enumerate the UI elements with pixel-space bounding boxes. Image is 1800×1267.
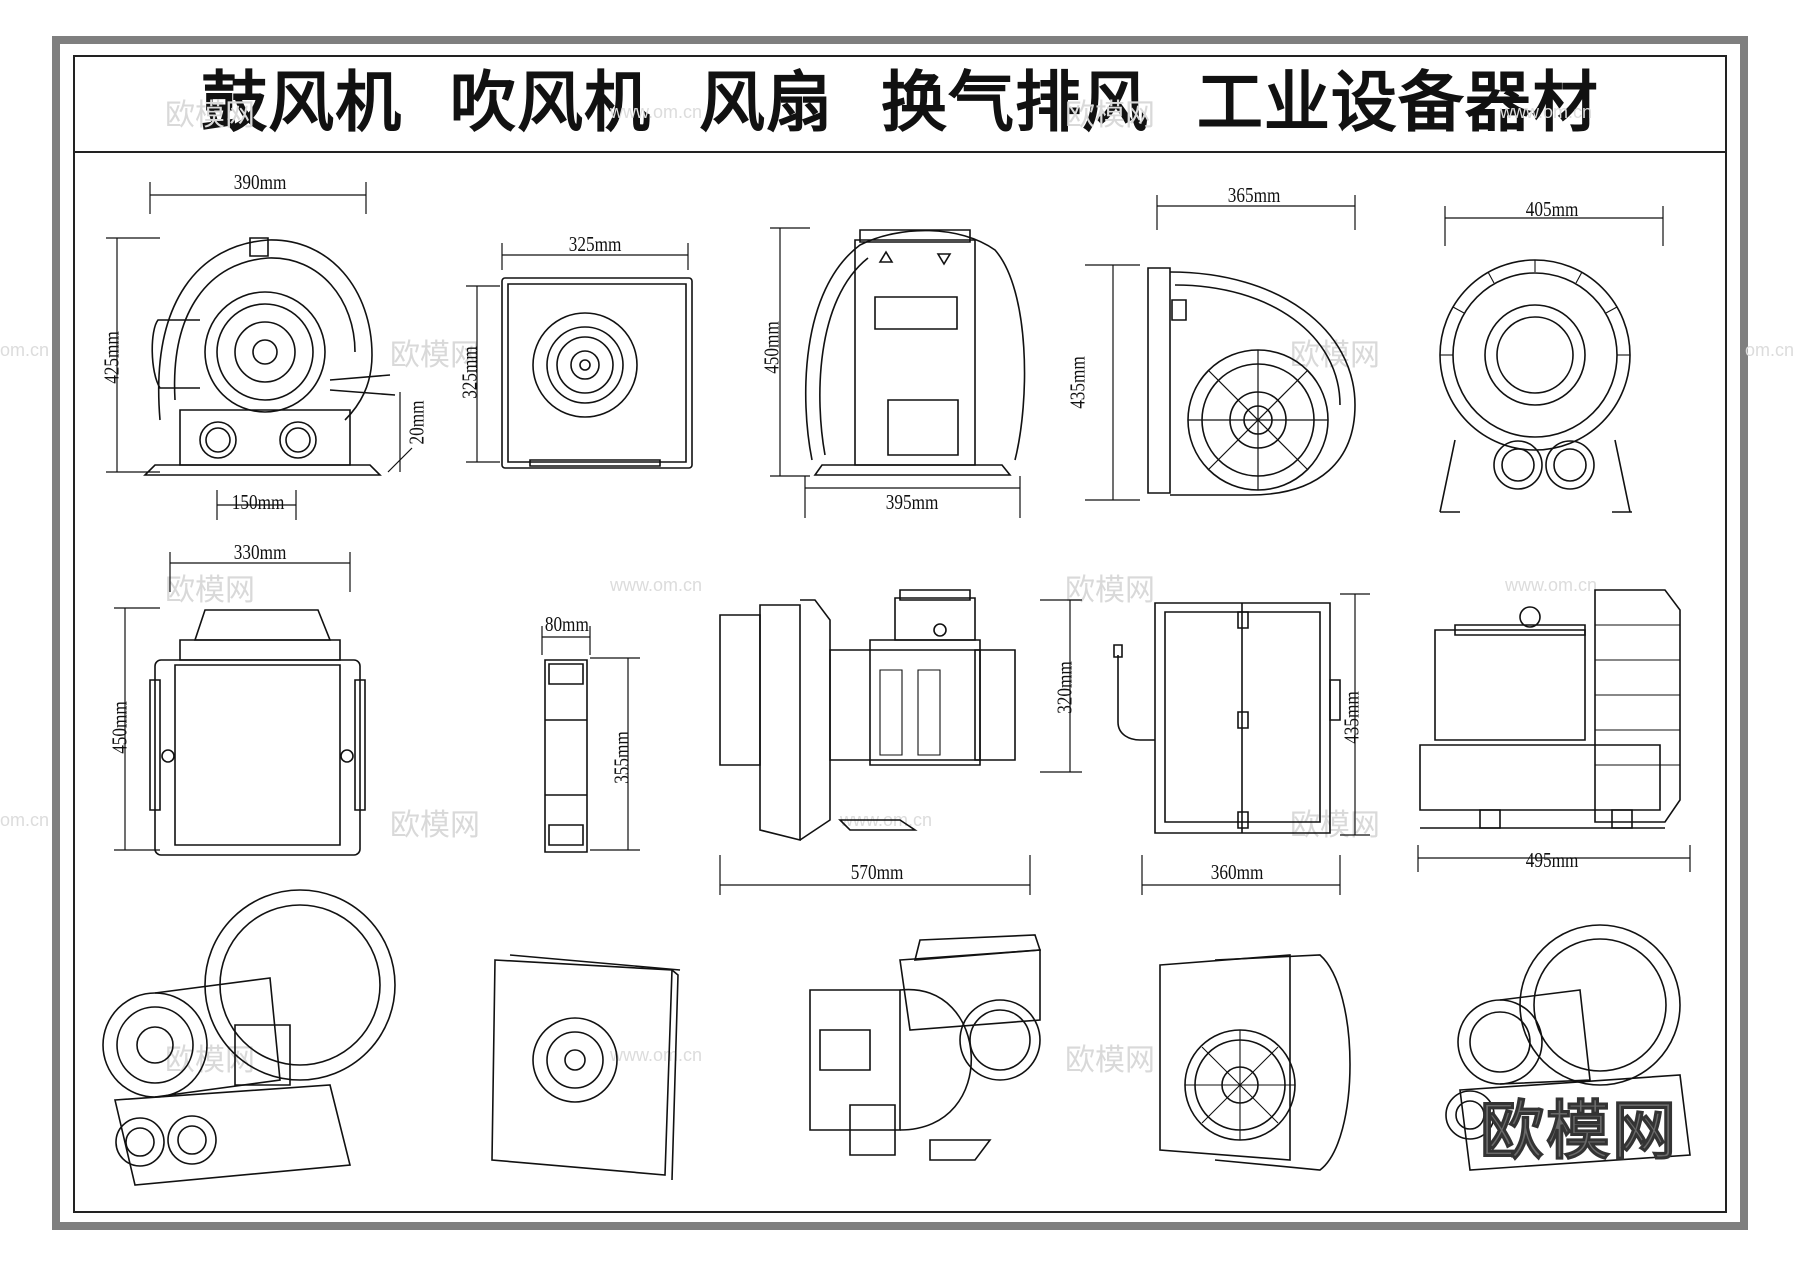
side-channel-blower-front-view [806, 230, 1025, 475]
dimension-label: 395mm [885, 490, 939, 514]
dimension-label: 150mm [231, 490, 285, 514]
blower-side-view [150, 610, 365, 855]
centrifugal-fan-isometric [1160, 955, 1350, 1170]
dimension-label: 20mm [404, 400, 429, 445]
watermark-brand: 欧模网 [1065, 98, 1155, 133]
ring-blower-side-view [1420, 590, 1680, 828]
dimension-label: 365mm [1227, 183, 1281, 207]
watermark-logo: 欧模网 [1480, 1095, 1678, 1170]
ring-blower-isometric [103, 890, 395, 1185]
dimension-label: 450mm [107, 701, 132, 754]
square-fan-side-view [545, 660, 587, 852]
inner-frame [73, 55, 1727, 1213]
dimension-label: 360mm [1210, 860, 1264, 884]
dimension-label: 390mm [233, 170, 287, 194]
dimension-label: 320mm [1052, 661, 1077, 714]
dimension-label: 435mm [1065, 356, 1090, 409]
dimension-label: 435mm [1339, 691, 1364, 744]
watermark-brand: 欧模网 [390, 808, 480, 843]
square-fan-isometric [492, 955, 680, 1180]
centrifugal-fan-side-view [1114, 603, 1340, 833]
dimension-label: 450mm [759, 321, 784, 374]
dimension-label: 570mm [850, 860, 904, 884]
watermark-brand: 欧模网 [1065, 573, 1155, 608]
watermark-url: om.cn [0, 340, 50, 360]
square-fan-front-view [502, 278, 692, 468]
dimension-label: 495mm [1525, 848, 1579, 872]
dimension-label: 325mm [457, 346, 482, 399]
watermark-url: om.cn [1745, 340, 1795, 360]
watermark-brand: 欧模网 [1065, 1043, 1155, 1078]
dimension-label: 325mm [568, 232, 622, 256]
dimension-label: 80mm [544, 612, 589, 636]
ring-blower-twin-port-front-view [1440, 260, 1632, 512]
title-divider [73, 151, 1727, 153]
watermark-url: www.om.cn [610, 102, 703, 122]
sheet-title: 鼓风机 吹风机 风扇 换气排风 工业设备器材 [201, 64, 1599, 141]
watermark-brand: 欧模网 [165, 98, 255, 133]
watermark-brand: 欧模网 [390, 338, 480, 373]
dimension-label: 405mm [1525, 197, 1579, 221]
dimension-label: 330mm [233, 540, 287, 564]
watermark-brand: 欧模网 [1290, 808, 1380, 843]
centrifugal-fan-front-view [1148, 268, 1355, 495]
side-channel-blower-side-view [720, 590, 1015, 840]
side-channel-blower-isometric [810, 935, 1040, 1160]
watermark-url: www.om.cn [610, 1045, 703, 1065]
dimension-lines [106, 182, 1690, 895]
watermark-url: om.cn [0, 810, 50, 830]
watermark-url: www.om.cn [1500, 102, 1593, 122]
watermark-url: www.om.cn [610, 575, 703, 595]
dimension-label: 425mm [99, 331, 124, 384]
dimension-label: 355mm [609, 731, 634, 784]
ring-blower-twin-port-isometric [1446, 925, 1690, 1170]
watermark-brand: 欧模网 [165, 573, 255, 608]
ring-blower-front-view [145, 238, 395, 475]
watermark-brand: 欧模网 [165, 1043, 255, 1078]
watermark-url: www.om.cn [1505, 575, 1598, 595]
